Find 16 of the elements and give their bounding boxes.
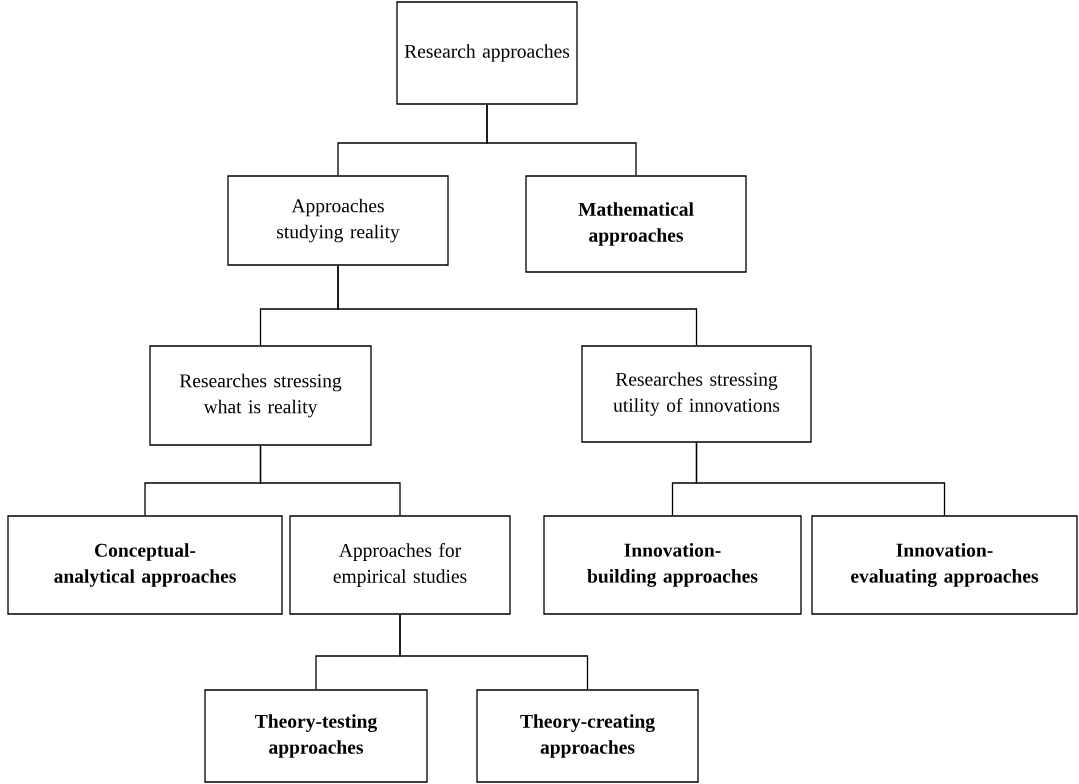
- box: Theory-creating approaches: [476, 689, 699, 783]
- box: Researches stressing what is reality: [149, 345, 372, 446]
- connector: [695, 442, 946, 516]
- connector: [337, 265, 698, 346]
- connector: [259, 445, 401, 516]
- box: Approaches for empirical studies: [289, 515, 511, 615]
- box: Conceptual-analytical approaches: [7, 515, 283, 615]
- box: Researches stressing utility of innovations: [581, 345, 812, 443]
- box: Approaches studying reality: [227, 175, 449, 266]
- box: Innovation-building approaches: [543, 515, 802, 615]
- box: Innovation-evaluating approaches: [811, 515, 1078, 615]
- box: Research approaches: [396, 1, 578, 105]
- connector: [399, 614, 589, 690]
- box: Mathematical approaches: [525, 175, 747, 273]
- box: Theory-testing approaches: [204, 689, 428, 783]
- connector: [486, 104, 637, 176]
